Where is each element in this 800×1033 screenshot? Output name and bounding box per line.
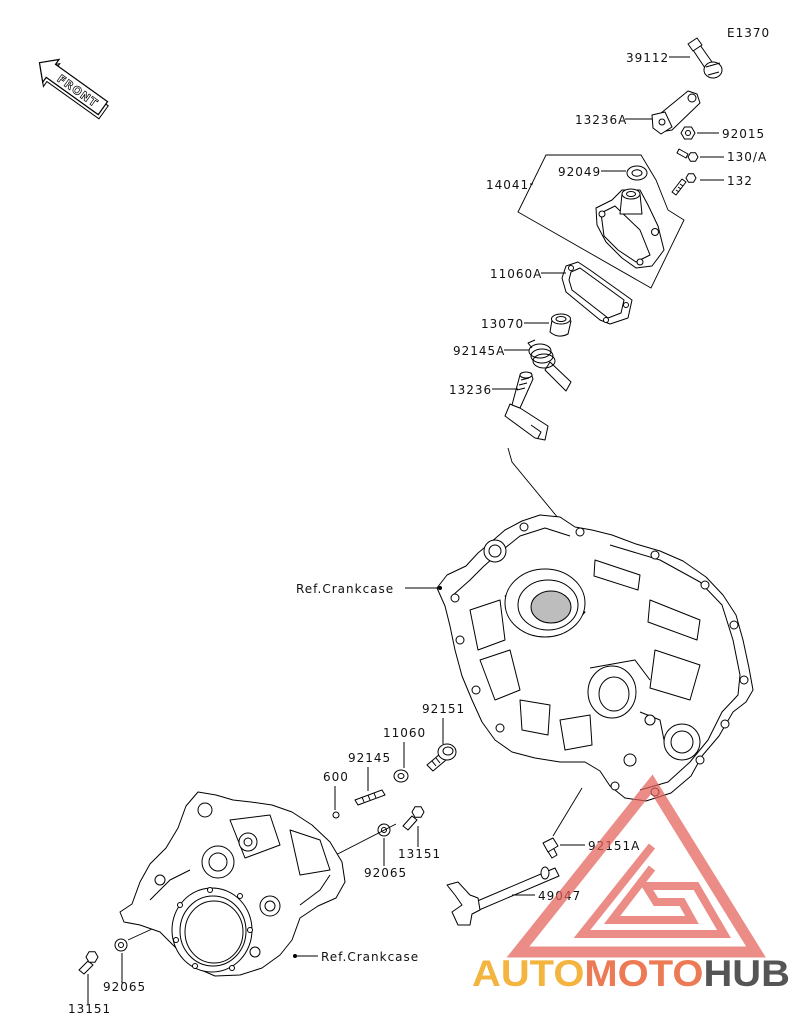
crankcase-cover — [119, 791, 346, 977]
part-11060-washer — [393, 769, 409, 783]
part-39112 — [687, 37, 723, 79]
part-14041-cover — [595, 188, 665, 269]
part-92145A-spring — [527, 339, 572, 392]
part-13070-bushing — [549, 313, 572, 337]
label-11060A: 11060A — [490, 267, 542, 281]
label-92015: 92015 — [722, 127, 765, 141]
label-132: 132 — [727, 174, 753, 188]
label-13236: 13236 — [449, 383, 492, 397]
label-13151: 13151 — [398, 847, 441, 861]
leader-dot-ref-crankcase-main — [438, 586, 442, 590]
label-ref-crankcase-main: Ref.Crankcase — [296, 582, 394, 596]
watermark-hub: HUB — [703, 953, 790, 994]
label-600: 600 — [323, 770, 349, 784]
part-49047-shift-fork — [446, 866, 560, 926]
part-13151-bolt-left — [78, 951, 99, 975]
front-arrow-icon: FRONT — [38, 58, 109, 120]
part-92151A-fitting — [542, 837, 559, 859]
watermark-moto: MOTO — [584, 953, 703, 994]
part-130A-bolt — [676, 148, 699, 162]
part-92151-bolt — [426, 743, 457, 772]
bracket-14041 — [517, 154, 685, 289]
part-92049-seal — [626, 165, 648, 181]
part-92145-pin — [354, 789, 386, 806]
label-130A: 130/A — [727, 150, 767, 164]
label-13151-left: 13151 — [68, 1002, 111, 1016]
label-92065-left: 92065 — [103, 980, 146, 994]
diagram-code: E1370 — [727, 26, 770, 40]
label-92145A: 92145A — [453, 344, 505, 358]
part-13236A-lever — [651, 90, 701, 135]
watermark-auto: AUTO — [472, 953, 584, 994]
part-13151-bolt — [402, 806, 425, 831]
leader-dot-ref-crankcase-cover — [293, 954, 297, 958]
label-92151: 92151 — [422, 702, 465, 716]
part-92015-nut — [680, 126, 696, 140]
label-13070: 13070 — [481, 317, 524, 331]
watermark-logo — [506, 774, 766, 958]
part-13236-shaft — [504, 371, 549, 441]
label-39112: 39112 — [626, 51, 669, 65]
label-92065: 92065 — [364, 866, 407, 880]
part-600-ball — [332, 811, 340, 819]
label-92049: 92049 — [558, 165, 601, 179]
label-ref-crankcase-cover: Ref.Crankcase — [321, 950, 419, 964]
label-92145: 92145 — [348, 751, 391, 765]
crankcase-main — [436, 514, 754, 802]
part-92065-washer-left — [114, 938, 128, 952]
label-14041: 14041 — [486, 178, 529, 192]
guide-92151A-to-crankcase — [552, 787, 583, 837]
label-13236A: 13236A — [575, 113, 627, 127]
label-11060: 11060 — [383, 726, 426, 740]
part-132-bolt — [671, 173, 697, 196]
part-11060A-gasket — [561, 261, 633, 325]
